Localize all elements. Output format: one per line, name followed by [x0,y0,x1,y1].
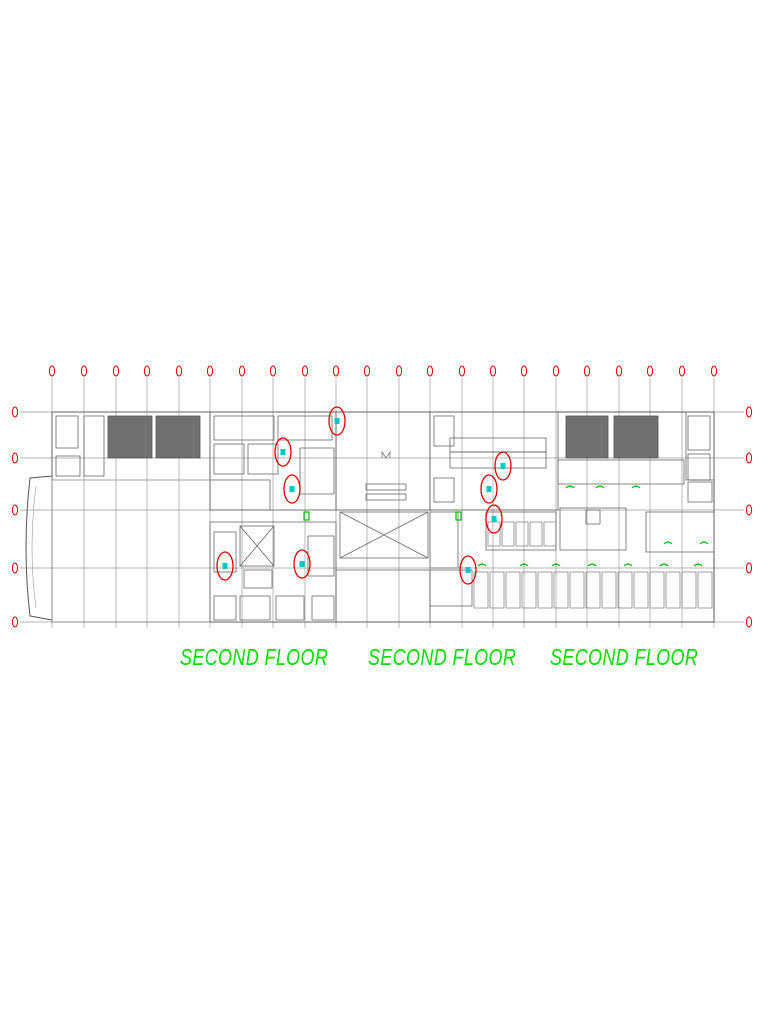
door-mark [587,563,597,567]
highlight-circle [480,474,498,504]
device-marker [500,463,506,469]
small-room [505,571,521,609]
small-room [585,571,601,609]
door-mark [699,541,709,545]
small-room [553,571,569,609]
small-room [569,571,585,609]
grid-bubble-top [458,365,466,377]
door-mark [631,485,641,489]
small-room [601,571,617,609]
door-mark [659,563,669,567]
grid-bubble-top [678,365,686,377]
floor-label-west: SECOND FLOOR [180,644,329,670]
highlight-circle [494,451,512,481]
small-room [521,571,537,609]
floor-label-east: SECOND FLOOR [550,644,699,670]
door-mark [303,511,310,521]
grid-bubble-left [11,504,19,516]
highlight-circle [293,549,311,579]
grid-bubble-top [646,365,654,377]
highlight-circle [328,406,346,436]
floor-label-center: SECOND FLOOR [368,644,517,670]
grid-bubble-top [206,365,214,377]
device-marker [486,486,492,492]
grid-bubble-top [520,365,528,377]
grid-bubble-right [745,452,753,464]
grid-bubble-top [332,365,340,377]
small-room [681,571,697,609]
south-room-row [473,521,713,609]
highlighted-devices [216,406,512,585]
highlight-circle [459,555,477,585]
device-marker [299,561,305,567]
grid-bubble-top [269,365,277,377]
small-room [665,571,681,609]
grid-bubble-right [745,616,753,628]
device-marker [222,563,228,569]
left-wing-block [51,411,211,623]
grid-bubble-left [11,452,19,464]
small-room [633,571,649,609]
device-marker [289,486,295,492]
door-mark [693,563,703,567]
grid-bubble-left [11,406,19,418]
small-room [537,571,553,609]
device-marker [491,516,497,522]
small-room [529,521,543,547]
door-mark [663,541,673,545]
door-mark [595,485,605,489]
grid-bubble-top [112,365,120,377]
device-marker [280,449,286,455]
grid-bubble-top [301,365,309,377]
grid-bubble-top [583,365,591,377]
device-marker [334,418,340,424]
door-mark [551,563,561,567]
grid-bubble-right [745,562,753,574]
small-room [617,571,633,609]
door-accent-marks [303,485,709,567]
grid-bubble-top [238,365,246,377]
small-room [649,571,665,609]
grid-bubble-top [710,365,718,377]
grid-bubble-left [11,562,19,574]
door-mark [477,563,487,567]
highlight-circle [283,474,301,504]
small-room [489,571,505,609]
door-mark [623,563,633,567]
small-room [697,571,713,609]
grid-marker-bubbles [11,365,753,628]
small-room [543,521,557,547]
highlight-circle [274,437,292,467]
grid-bubble-top [426,365,434,377]
small-room [501,521,515,547]
grid-bubble-top [48,365,56,377]
door-mark [565,485,575,489]
grid-bubble-top [615,365,623,377]
highlight-circle [216,551,234,581]
grid-bubble-right [745,504,753,516]
highlight-circle [485,504,503,534]
grid-bubble-top [489,365,497,377]
small-room [515,521,529,547]
right-wing-block [557,411,715,553]
small-room [473,571,489,609]
grid-bubble-top [175,365,183,377]
grid-bubble-top [395,365,403,377]
device-marker [465,567,471,573]
grid-bubble-top [143,365,151,377]
door-mark [455,511,462,521]
grid-bubble-top [552,365,560,377]
grid-bubble-right [745,406,753,418]
grid-bubble-left [11,616,19,628]
grid-bubble-top [363,365,371,377]
grid-bubble-top [80,365,88,377]
door-mark [519,563,529,567]
